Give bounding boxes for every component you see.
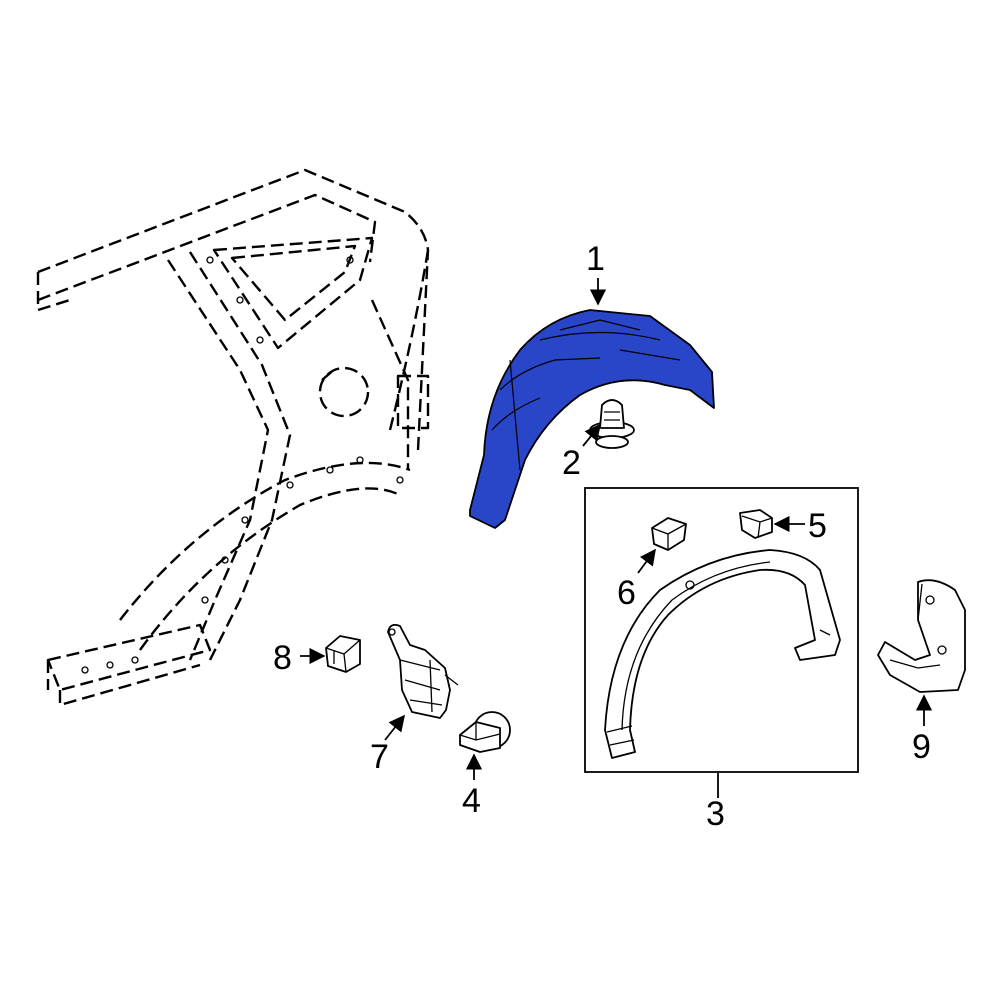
callout-2: 2 [562,444,581,482]
clip-8 [325,635,361,673]
leader-lines [300,278,933,798]
retainer-nut [459,711,511,753]
callout-labels: 1 2 3 4 5 6 7 8 9 [273,240,931,833]
flare-clip-5 [739,509,773,539]
push-clip [589,399,635,449]
callout-5: 5 [808,507,827,545]
mounting-bracket [387,623,459,719]
quarter-panel-outline [36,168,430,707]
mud-flap [877,579,966,693]
kit-box [584,487,859,773]
callout-3: 3 [706,795,725,833]
callout-7: 7 [370,738,389,776]
fender-flare-kit [584,487,859,773]
wheel-liner-highlighted [469,309,715,529]
flare-clip-6 [651,517,687,551]
callout-9: 9 [912,728,931,766]
callout-8: 8 [273,639,292,677]
callout-6: 6 [617,574,636,612]
callout-4: 4 [462,782,481,820]
callout-1: 1 [586,240,605,278]
